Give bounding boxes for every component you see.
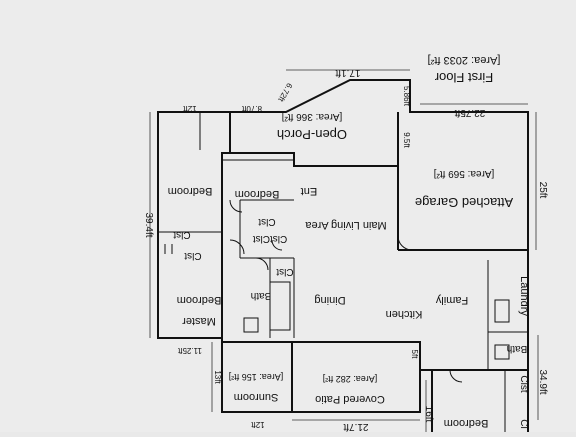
room-bedroom-1: Bedroom: [168, 185, 213, 197]
room-patio-area: [Area: 282 ft²]: [323, 374, 378, 384]
room-bedroom-3: Bedroom: [444, 417, 489, 429]
room-master: Master: [182, 315, 216, 327]
dim-porch-right: 5.86ft: [402, 86, 411, 107]
dim-sunroom-width: 12ft: [251, 420, 265, 429]
room-clst-1: Clst: [173, 229, 190, 240]
dim-garage-height: 25ft: [537, 182, 548, 199]
room-master-bedroom: Bedroom: [177, 294, 222, 306]
dim-sunroom-height: 13ft: [213, 370, 222, 384]
dim-left-top-b: 8.70ft: [241, 104, 262, 113]
room-kitchen: Kitchen: [386, 308, 423, 320]
walls: [157, 79, 529, 432]
door-swing-1: [229, 239, 245, 255]
total-area: [Area: 2033 ft²]: [428, 54, 501, 66]
door-swing-5: [397, 235, 413, 251]
dim-patio-width: 21.7ft: [343, 421, 368, 432]
room-open-porch-area: [Area: 366 ft²]: [281, 111, 342, 122]
dim-left-bottom: 11.25ft: [177, 346, 202, 355]
room-bath-2: Bath: [507, 343, 528, 354]
room-garage-area: [Area: 569 ft²]: [433, 168, 494, 179]
room-clst-6: Clst: [518, 375, 529, 392]
door-swing-6: [449, 369, 463, 383]
tub-fixture: [269, 281, 291, 331]
room-entry: Ent: [301, 185, 318, 197]
floor-title: First Floor: [434, 70, 493, 85]
room-clst-3: ClstClst: [253, 233, 288, 244]
room-sunroom-area: [Area: 156 ft²]: [229, 372, 284, 382]
room-clst-4: Clst: [258, 216, 275, 227]
dim-left-height: 39.4ft: [143, 212, 154, 237]
porch-outer-wall: [230, 79, 529, 335]
room-covered-patio: Covered Patio: [315, 393, 385, 405]
room-attached-garage: Attached Garage: [415, 195, 513, 210]
dim-garage-width: 22.75ft: [454, 107, 485, 118]
room-laundry: Laundry: [518, 276, 530, 316]
toilet-fixture: [243, 317, 259, 333]
room-sunroom: Sunroom: [234, 391, 279, 403]
sunroom-wall: [221, 338, 293, 413]
room-main-living: Main Living Area: [304, 219, 386, 231]
dim-patio-left: 5ft: [410, 350, 419, 360]
laundry-fixture: [494, 299, 510, 323]
door-swing-4: [271, 239, 283, 251]
door-swing-3: [229, 199, 243, 213]
bath-fixture: [494, 344, 510, 360]
room-bath-1: Bath: [251, 290, 272, 301]
room-open-porch: Open-Porch: [277, 127, 347, 142]
room-bedroom-2: Bedroom: [235, 188, 280, 200]
dim-bottom-right-width: 34.9ft: [537, 369, 548, 394]
dim-porch-lower: 9.5ft: [402, 132, 411, 148]
dim-bottom-right-height: 16ft: [423, 406, 434, 423]
room-clst-5: Clst: [276, 266, 293, 277]
room-clst-2: Clst: [184, 250, 201, 261]
room-family: Family: [435, 294, 468, 306]
patio-wall: [292, 341, 421, 413]
room-clst-partial: Cl: [518, 419, 529, 428]
room-dining: Dining: [314, 294, 345, 306]
dim-left-top-a: 12ft: [183, 104, 197, 113]
door-swing-2: [255, 257, 269, 271]
dim-porch-top: 17.1ft: [335, 67, 360, 78]
dimension-lines: [149, 69, 539, 432]
